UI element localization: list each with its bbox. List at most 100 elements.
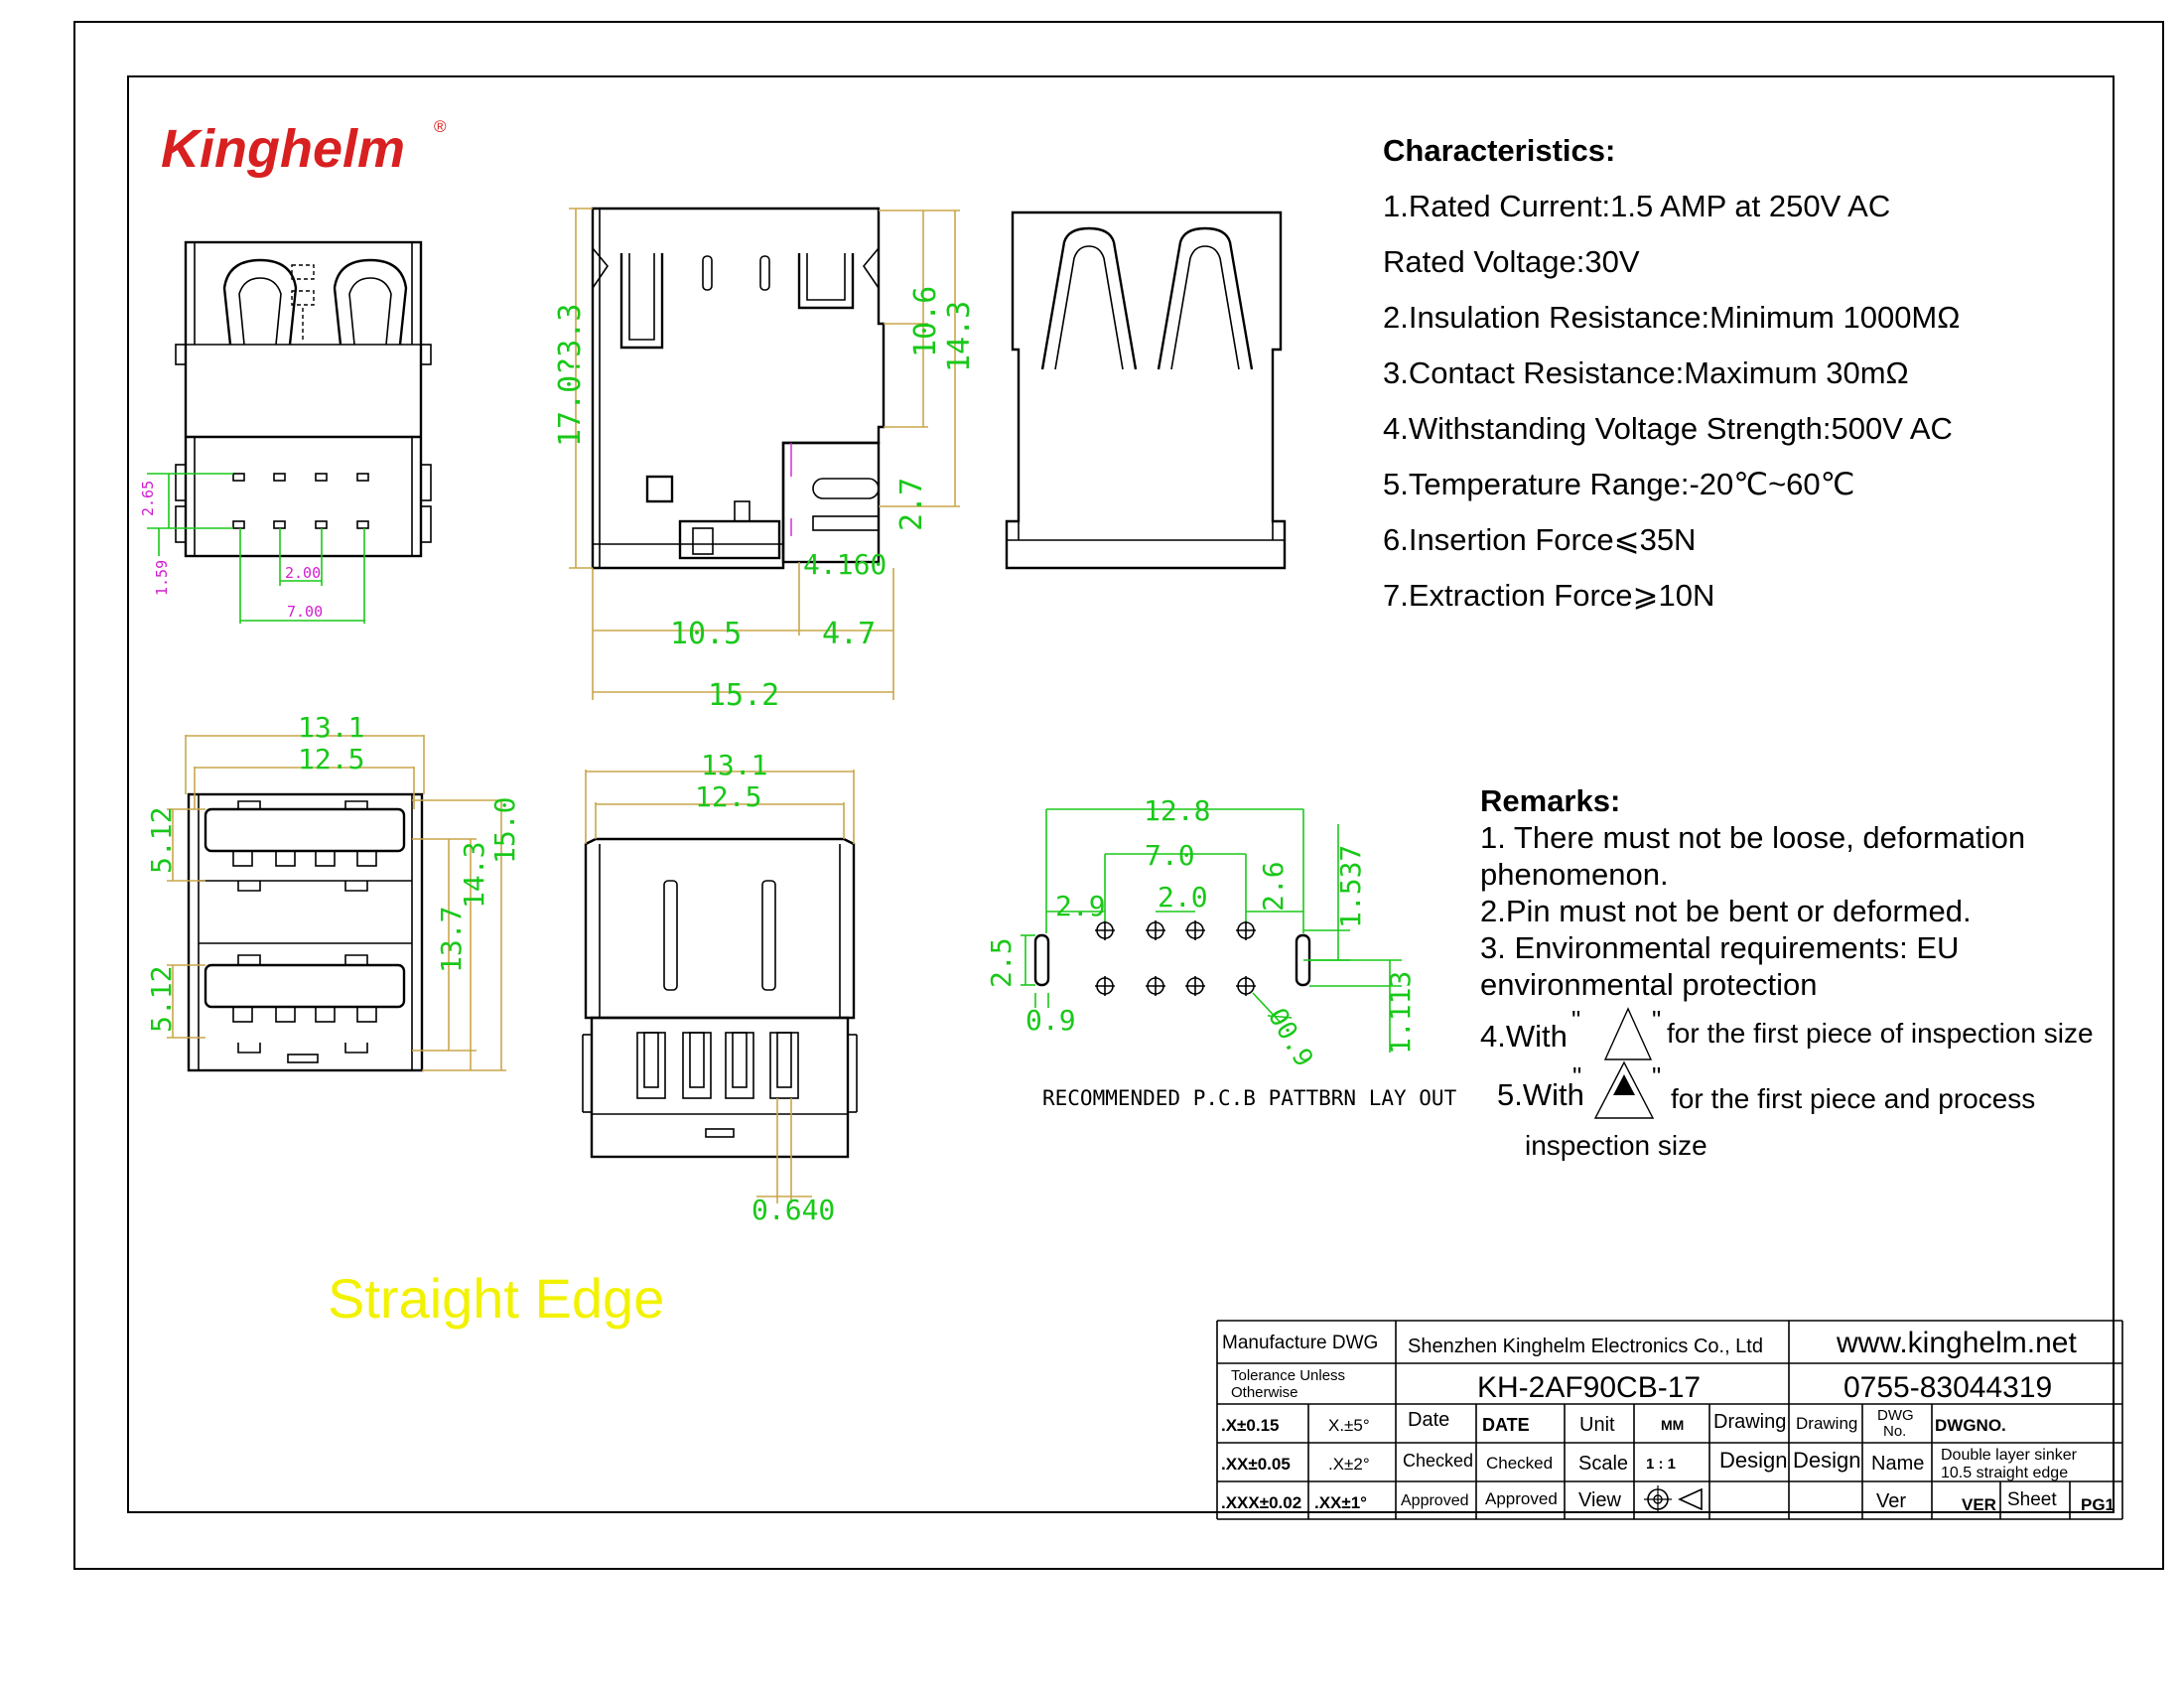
- outer-border: [73, 21, 2164, 1570]
- tb-tol-xxx: .XXX±0.02: [1221, 1493, 1301, 1512]
- tb-tolerance-1: Tolerance Unless: [1231, 1367, 1345, 1384]
- title-block: Manufacture DWG Shenzhen Kinghelm Electr…: [1216, 1320, 2123, 1520]
- tb-company: Shenzhen Kinghelm Electronics Co., Ltd: [1408, 1336, 1763, 1357]
- pcb-caption: RECOMMENDED P.C.B PATTBRN LAY OUT: [1042, 1086, 1457, 1110]
- char-item: 7.Extraction Force⩾10N: [1383, 578, 1714, 613]
- inner-border: [127, 75, 2115, 1513]
- front-dim-5-12b: 5.12: [145, 966, 178, 1033]
- dim-1-59: 1.59: [153, 560, 171, 596]
- quote-mark: ": [1652, 1005, 1661, 1035]
- tb-scale-label: Scale: [1578, 1453, 1628, 1475]
- characteristics-title: Characteristics:: [1383, 133, 1615, 168]
- straight-edge-label: Straight Edge: [328, 1267, 664, 1330]
- characteristics-block: Characteristics: 1.Rated Current:1.5 AMP…: [1383, 133, 1960, 613]
- tb-manufacture-dwg: Manufacture DWG: [1222, 1333, 1378, 1353]
- tb-name-label: Name: [1871, 1453, 1924, 1475]
- tb-scale-value: 1 : 1: [1646, 1456, 1676, 1473]
- pcb-dim-2-6: 2.6: [1257, 861, 1290, 912]
- tb-dwg-value: DWGNO.: [1935, 1416, 2006, 1435]
- rear-view: [1005, 211, 1287, 570]
- tb-view-label: View: [1578, 1489, 1622, 1511]
- side-view: 17.0?3.3 10.6 14.3 2.7 4.160 10.5 4.7 15…: [553, 207, 977, 713]
- front-dim-14-3: 14.3: [458, 842, 490, 909]
- pcb-dim-hole: Ø0.9: [1262, 1004, 1318, 1072]
- tb-design-value: Design: [1793, 1448, 1860, 1473]
- logo-text: Kinghelm: [161, 119, 405, 179]
- tb-website: www.kinghelm.net: [1836, 1327, 2077, 1359]
- tb-dwg-label-2: No.: [1883, 1423, 1906, 1440]
- filled-triangle-outline-icon: [1593, 1060, 1655, 1119]
- bottom-view: 13.1 12.5 0.640: [582, 749, 858, 1226]
- bottom-dim-0-640: 0.640: [751, 1194, 835, 1226]
- pcb-dim-0-9: 0.9: [1025, 1004, 1076, 1037]
- kinghelm-logo: Kinghelm ®: [161, 117, 447, 179]
- tb-approved-label: Approved: [1401, 1492, 1469, 1509]
- pcb-dim-7-0: 7.0: [1145, 839, 1195, 872]
- dim-7-00: 7.00: [287, 603, 323, 621]
- tb-sheet-value: PG1: [2081, 1495, 2115, 1514]
- char-item: 1.Rated Current:1.5 AMP at 250V AC: [1383, 189, 1890, 223]
- open-triangle-icon: [1603, 1007, 1653, 1060]
- quote-mark: ": [1652, 1061, 1661, 1091]
- char-item: 3.Contact Resistance:Maximum 30mΩ: [1383, 355, 1909, 390]
- remark-line: 2.Pin must not be bent or deformed.: [1480, 894, 1972, 928]
- tb-date-value: DATE: [1482, 1415, 1530, 1435]
- quote-mark: ": [1572, 1061, 1581, 1091]
- char-item: 4.Withstanding Voltage Strength:500V AC: [1383, 411, 1953, 446]
- pcb-dim-2-5: 2.5: [985, 937, 1018, 988]
- tb-design-label: Design: [1719, 1448, 1787, 1473]
- front-dim-13-1: 13.1: [298, 711, 364, 744]
- remark-line: 3. Environmental requirements: EU: [1480, 930, 1959, 965]
- remarks-block: Remarks: 1. There must not be loose, def…: [1480, 783, 2094, 1161]
- projection-symbol-icon: [1644, 1485, 1703, 1513]
- tb-name-value-1: Double layer sinker: [1941, 1447, 2078, 1464]
- tb-approved-value: Approved: [1485, 1489, 1558, 1508]
- tb-unit-value: MM: [1661, 1417, 1684, 1433]
- pcb-holes: [1095, 920, 1256, 996]
- dim-10-6: 10.6: [908, 286, 943, 357]
- dim-2-65: 2.65: [139, 481, 157, 516]
- tb-checked-value: Checked: [1486, 1454, 1553, 1473]
- tb-tolerance-2: Otherwise: [1231, 1384, 1298, 1401]
- front-dim-12-5: 12.5: [298, 743, 364, 775]
- tb-part-no: KH-2AF90CB-17: [1477, 1371, 1701, 1404]
- tb-tol-xx: .XX±0.05: [1221, 1455, 1291, 1474]
- dim-10-5: 10.5: [670, 617, 742, 651]
- dim-15-2: 15.2: [708, 678, 779, 713]
- front-view: 13.1 12.5 5.12 5.12 13.7 14.3 15.0: [145, 711, 521, 1072]
- dim-2-00: 2.00: [285, 564, 321, 582]
- tb-dwg-label-1: DWG: [1877, 1407, 1914, 1424]
- tb-ver-value: VER: [1962, 1495, 1996, 1514]
- filled-triangle-icon: [1613, 1074, 1635, 1095]
- pcb-dim-2-0: 2.0: [1158, 881, 1208, 914]
- top-pin-view: 2.65 1.59 2.00 7.00: [139, 240, 432, 624]
- dim-4-7: 4.7: [822, 617, 876, 651]
- bottom-dim-12-5: 12.5: [695, 780, 761, 813]
- tb-unit-label: Unit: [1579, 1414, 1615, 1436]
- tb-sheet-label: Sheet: [2007, 1489, 2057, 1510]
- pcb-dim-1-537: 1.537: [1334, 845, 1367, 928]
- tb-tol-x: .X±0.15: [1221, 1416, 1279, 1435]
- pcb-layout: 12.8 7.0 2.9 2.0 2.6 1.537 2.5 0.9 1.113…: [985, 794, 1457, 1110]
- tb-checked-label: Checked: [1403, 1451, 1473, 1471]
- bottom-dim-13-1: 13.1: [701, 749, 767, 781]
- registered-mark: ®: [434, 117, 447, 136]
- remark-line: 4.With: [1480, 1019, 1568, 1054]
- tb-tol-xxxang: .XX±1°: [1314, 1493, 1367, 1512]
- tb-date-label: Date: [1408, 1409, 1449, 1431]
- tb-tol-xxang: .X±2°: [1328, 1455, 1370, 1474]
- remarks-title: Remarks:: [1480, 783, 1620, 818]
- char-item: 5.Temperature Range:-20℃~60℃: [1383, 467, 1854, 501]
- pcb-dim-12-8: 12.8: [1144, 794, 1210, 827]
- dim-17: 17.0?3.3: [553, 304, 588, 448]
- tb-phone: 0755-83044319: [1843, 1371, 2052, 1404]
- remark-line: 1. There must not be loose, deformation: [1480, 820, 2025, 855]
- char-item: Rated Voltage:30V: [1383, 244, 1640, 279]
- front-dim-5-12a: 5.12: [145, 807, 178, 874]
- tb-name-value-2: 10.5 straight edge: [1941, 1465, 2068, 1481]
- dim-2-7: 2.7: [894, 478, 929, 531]
- remark-line: inspection size: [1525, 1130, 1707, 1161]
- remark-line: for the first piece of inspection size: [1667, 1018, 2094, 1049]
- remark-line: 5.With: [1497, 1077, 1584, 1112]
- pcb-dim-1-113: 1.113: [1384, 971, 1417, 1055]
